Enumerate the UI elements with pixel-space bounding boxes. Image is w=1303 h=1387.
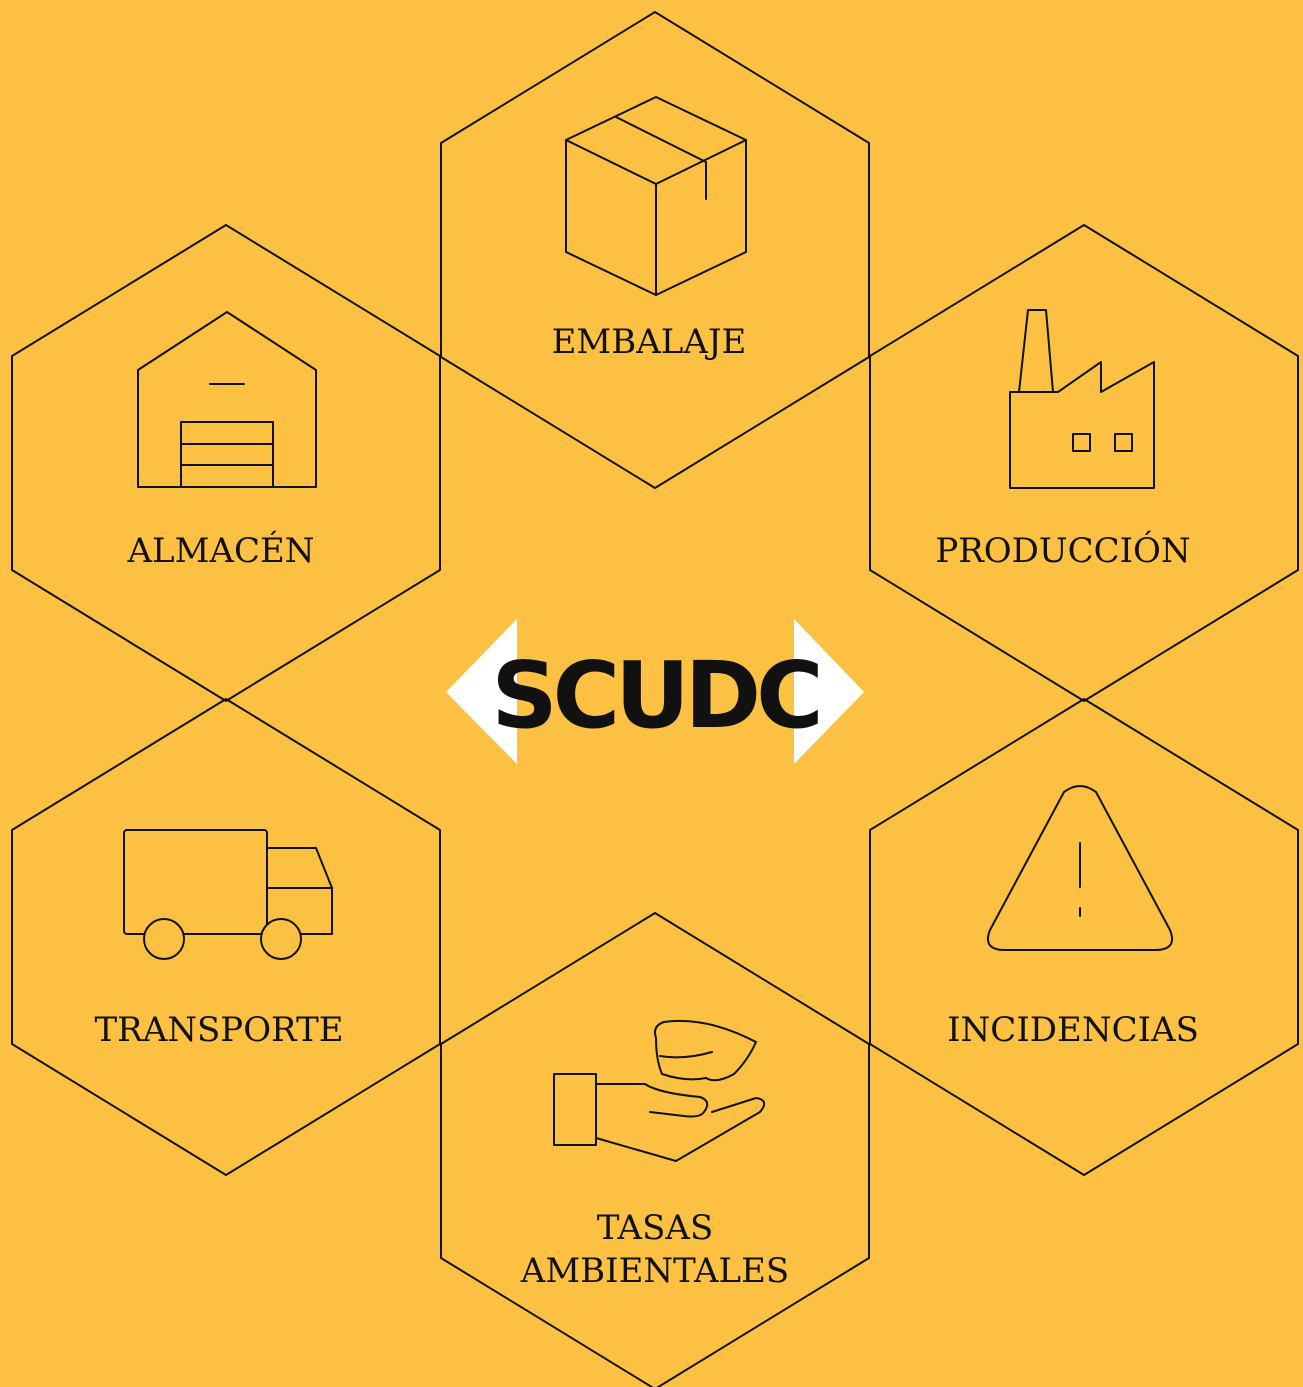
label-almacen: ALMACÉN xyxy=(127,531,315,571)
label-tasas-line1: TASAS xyxy=(596,1208,714,1248)
label-incidencias: INCIDENCIAS xyxy=(947,1010,1199,1050)
hexagon-almacen xyxy=(11,224,441,702)
hexagon-incidencias xyxy=(869,698,1299,1176)
label-transporte: TRANSPORTE xyxy=(94,1010,344,1050)
hexagon-embalaje xyxy=(440,11,870,489)
logo-text: SCUDC xyxy=(491,642,823,749)
hexagon-produccion xyxy=(869,224,1299,702)
logo-left-chevron xyxy=(446,619,517,764)
factory-icon xyxy=(1009,309,1155,489)
label-tasas-line2: AMBIENTALES xyxy=(520,1251,790,1291)
hexagon-transporte xyxy=(11,698,441,1176)
box-icon xyxy=(565,96,747,296)
warning-icon xyxy=(986,785,1174,951)
truck-icon xyxy=(123,829,333,960)
logo-right-chevron xyxy=(794,619,864,764)
hand-money-icon xyxy=(553,1019,766,1162)
warehouse-icon xyxy=(137,311,317,488)
label-produccion: PRODUCCIÓN xyxy=(935,531,1191,571)
label-embalaje: EMBALAJE xyxy=(551,322,747,362)
hexagon-tasas xyxy=(440,912,870,1387)
